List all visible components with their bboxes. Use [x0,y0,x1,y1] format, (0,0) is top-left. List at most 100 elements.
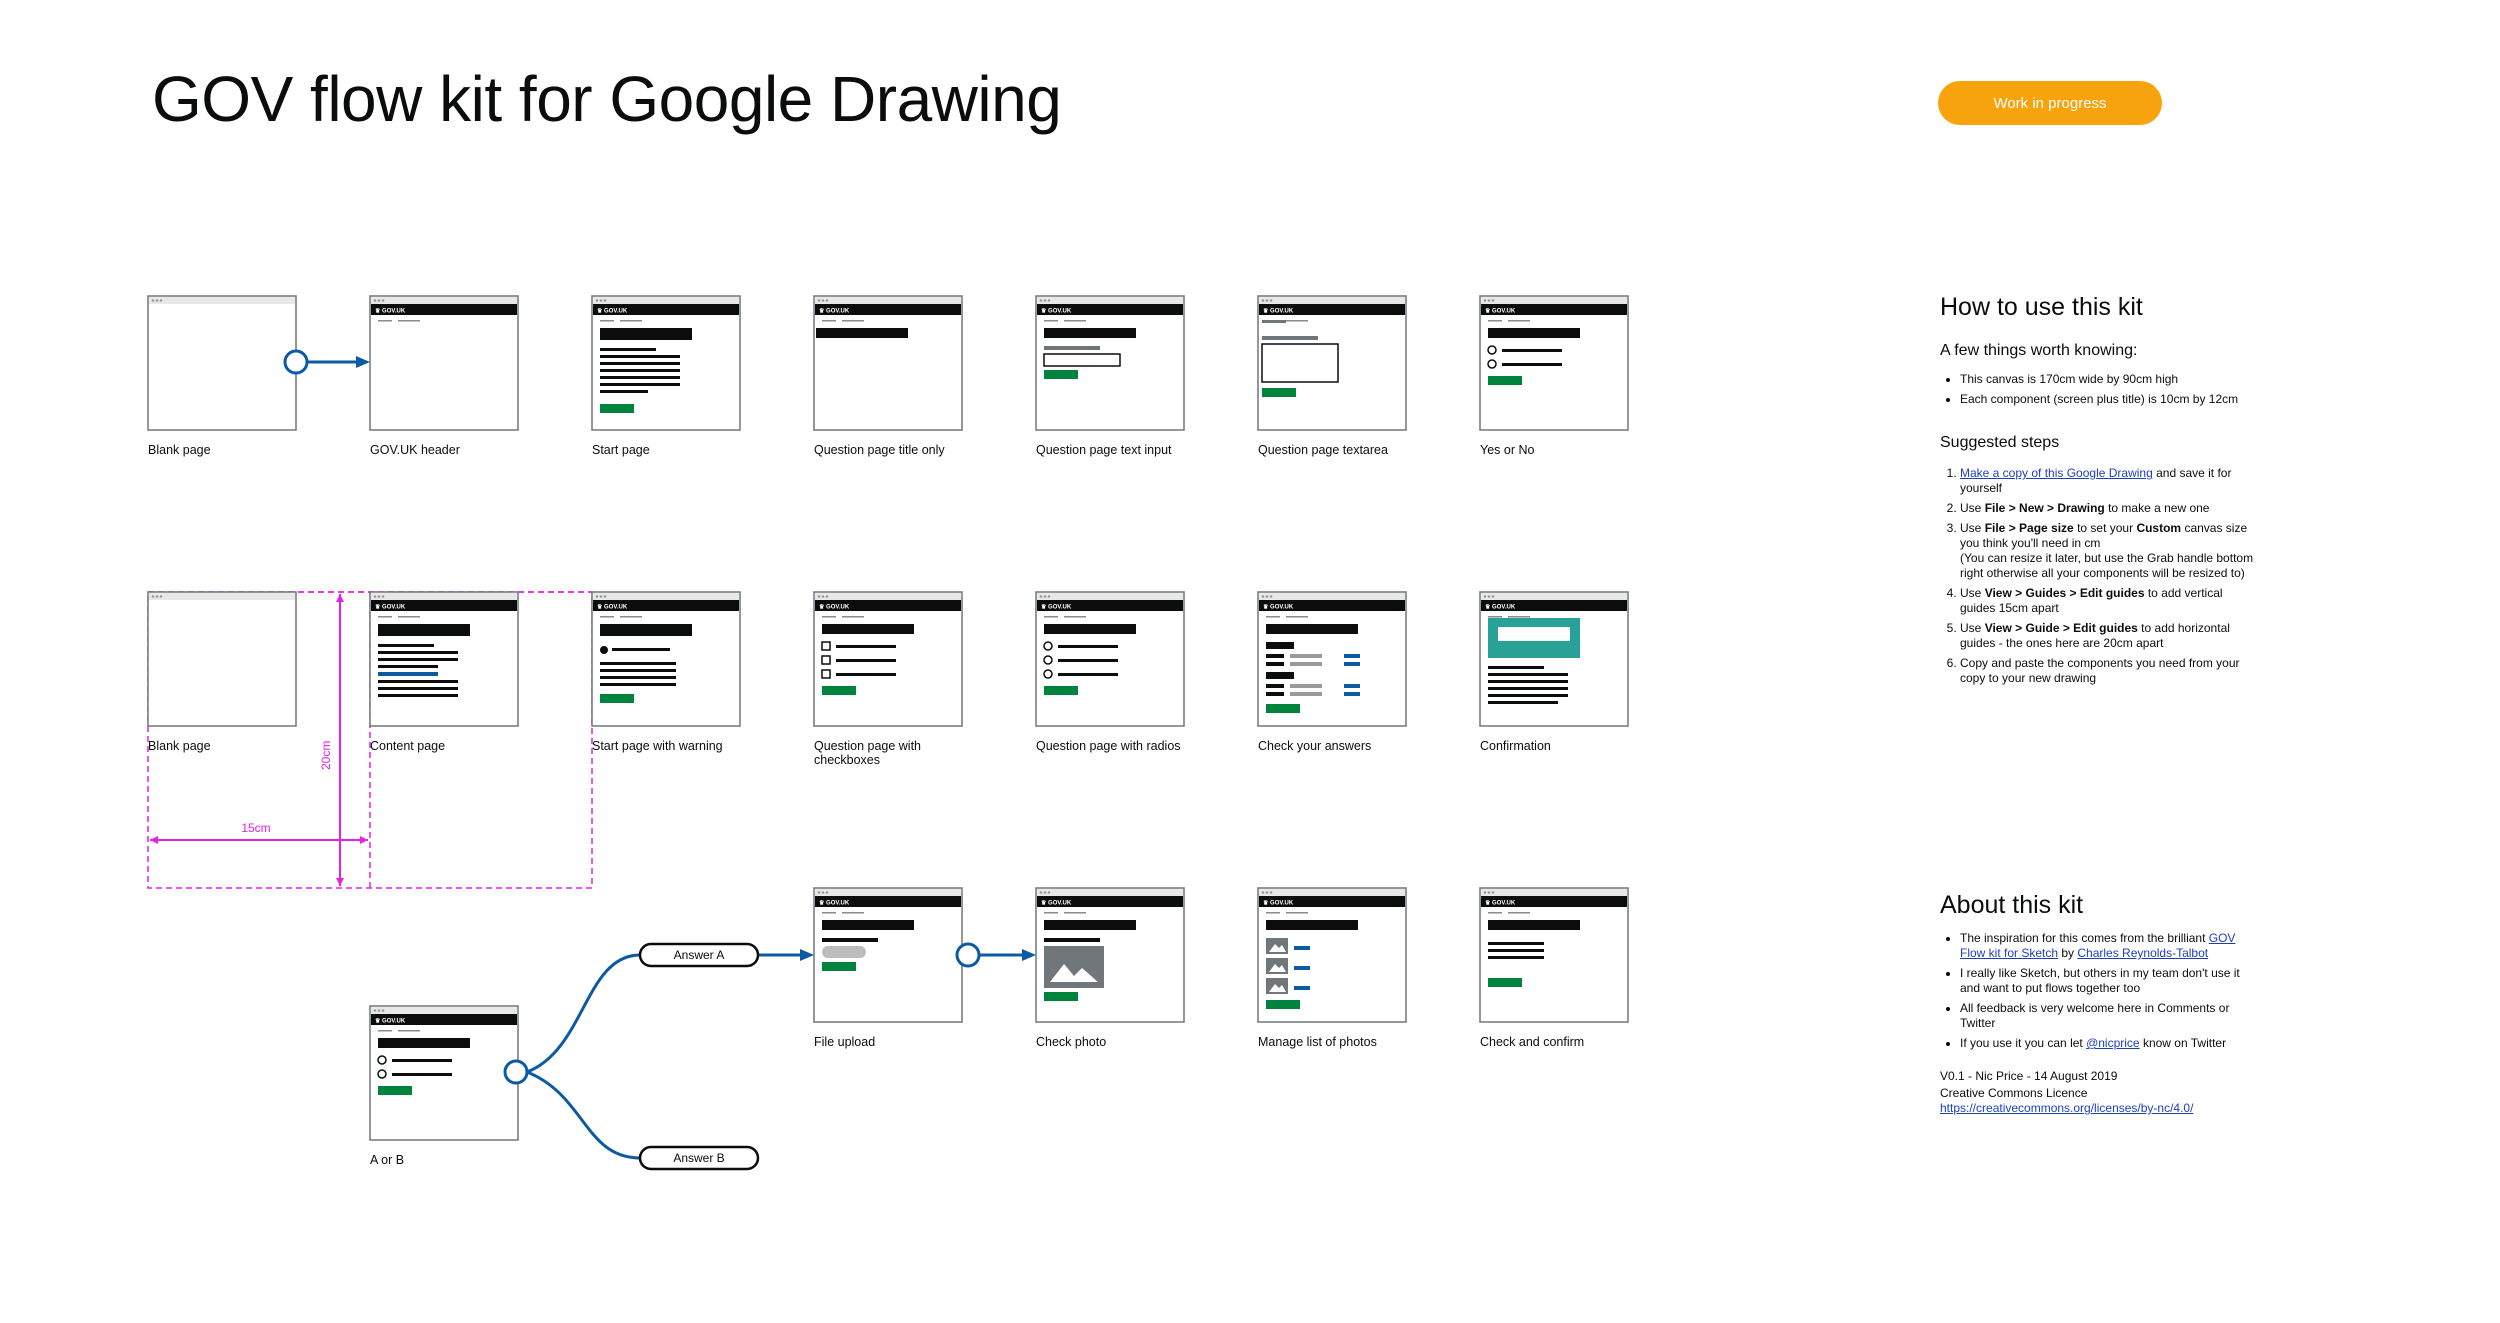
browser-toolbar [1259,593,1405,600]
window-dot-icon [1043,299,1047,302]
phase-banner [842,320,864,322]
window-dot-icon [1491,891,1495,894]
answer-line [1290,654,1322,658]
section-heading [1266,642,1294,649]
text-line [1488,694,1568,697]
heading-block [816,328,908,338]
phase-banner [1508,320,1530,322]
browser-frame [369,295,519,431]
text-line [600,362,680,365]
screen-label: Check photo [1036,1035,1106,1049]
govuk-header-bar [1037,304,1183,315]
window-dot-icon [1043,595,1047,598]
steps-list: Make a copy of this Google Drawing and s… [1940,466,2260,686]
button-shape [1488,376,1522,385]
measure-label-vertical: 20cm [319,741,333,770]
text-input-shape [1043,353,1121,367]
window-dot-icon [1261,299,1265,302]
arrowhead-icon [800,949,814,961]
window-dot-icon [825,299,829,302]
section-heading [1266,672,1294,679]
browser-toolbar [1481,297,1627,304]
browser-toolbar [1037,297,1183,304]
radio-shape [377,1055,387,1065]
phase-banner [1286,912,1308,914]
text-line [1488,687,1568,690]
browser-toolbar [149,297,295,304]
answer-line [1290,662,1322,666]
window-dot-icon [1261,595,1265,598]
button-shape [600,404,634,413]
arrowhead-icon [336,594,344,602]
arrowhead-icon [360,836,368,844]
licence-link[interactable]: https://creativecommons.org/licenses/by-… [1940,1101,2194,1115]
phase-banner [842,912,864,914]
text-line [600,390,648,393]
phase-banner [1064,912,1086,914]
screen-label: Check your answers [1258,739,1371,753]
phase-banner [378,616,392,618]
copy-drawing-link[interactable]: Make a copy of this Google Drawing [1960,466,2153,480]
mountain-icon [1269,944,1286,952]
checkbox-shape [821,655,831,665]
window-dot-icon [1265,891,1269,894]
browser-frame [1257,295,1407,431]
text-line [836,645,896,648]
govuk-header-bar [1481,304,1627,315]
text-line [836,659,896,662]
browser-toolbar [593,297,739,304]
list-item: Make a copy of this Google Drawing and s… [1960,466,2260,496]
mountain-icon [1269,964,1286,972]
window-dot-icon [1483,891,1487,894]
phase-banner [1488,912,1502,914]
connector-node-icon [283,349,309,375]
phase-banner [620,616,642,618]
window-dot-icon [825,595,829,598]
phase-banner [1044,912,1058,914]
heading-block [1266,624,1358,634]
govuk-header-bar [1037,896,1183,907]
twitter-link[interactable]: @nicprice [2086,1036,2140,1050]
govuk-logo: ♛ GOV.UK [1041,308,1072,315]
phase-banner [1266,912,1280,914]
steps-title: Suggested steps [1940,434,2060,451]
browser-frame [1035,295,1185,431]
status-badge[interactable]: Work in progress [1938,81,2162,125]
govuk-header-bar [371,600,517,611]
browser-toolbar [1259,297,1405,304]
text-line [600,669,676,672]
author-link[interactable]: Charles Reynolds-Talbot [2077,946,2209,960]
how-to-panel: How to use this kit A few things worth k… [1940,295,2260,691]
version-text: V0.1 - Nic Price - 14 August 2019 [1940,1069,2118,1083]
phase-banner [1508,912,1530,914]
screen-yesno: ♛ GOV.UKA or B [369,1005,519,1167]
text-line [600,662,676,665]
list-item: This canvas is 170cm wide by 90cm high [1960,372,2260,387]
list-item: The inspiration for this comes from the … [1960,931,2260,961]
text-line [1488,701,1558,704]
window-dot-icon [1487,891,1491,894]
text-line [378,665,438,668]
radio-shape [377,1069,387,1079]
text-line [1058,645,1118,648]
list-item: Use View > Guides > Edit guides to add v… [1960,586,2260,616]
window-dot-icon [377,1009,381,1012]
govuk-logo: ♛ GOV.UK [819,900,850,907]
sketch-kit-link[interactable]: GOV Flow kit for Sketch [1960,931,2236,960]
phase-banner [1488,616,1502,618]
text-line [1044,938,1100,942]
heading-block [1488,328,1580,338]
heading-block [600,624,692,636]
browser-frame [591,591,741,727]
remove-link [1294,966,1310,970]
button-shape [1262,388,1296,397]
phase-banner [1508,616,1530,618]
heading-block [1488,920,1580,930]
text-line [378,644,434,647]
window-dot-icon [1047,595,1051,598]
govuk-logo: ♛ GOV.UK [1041,604,1072,611]
